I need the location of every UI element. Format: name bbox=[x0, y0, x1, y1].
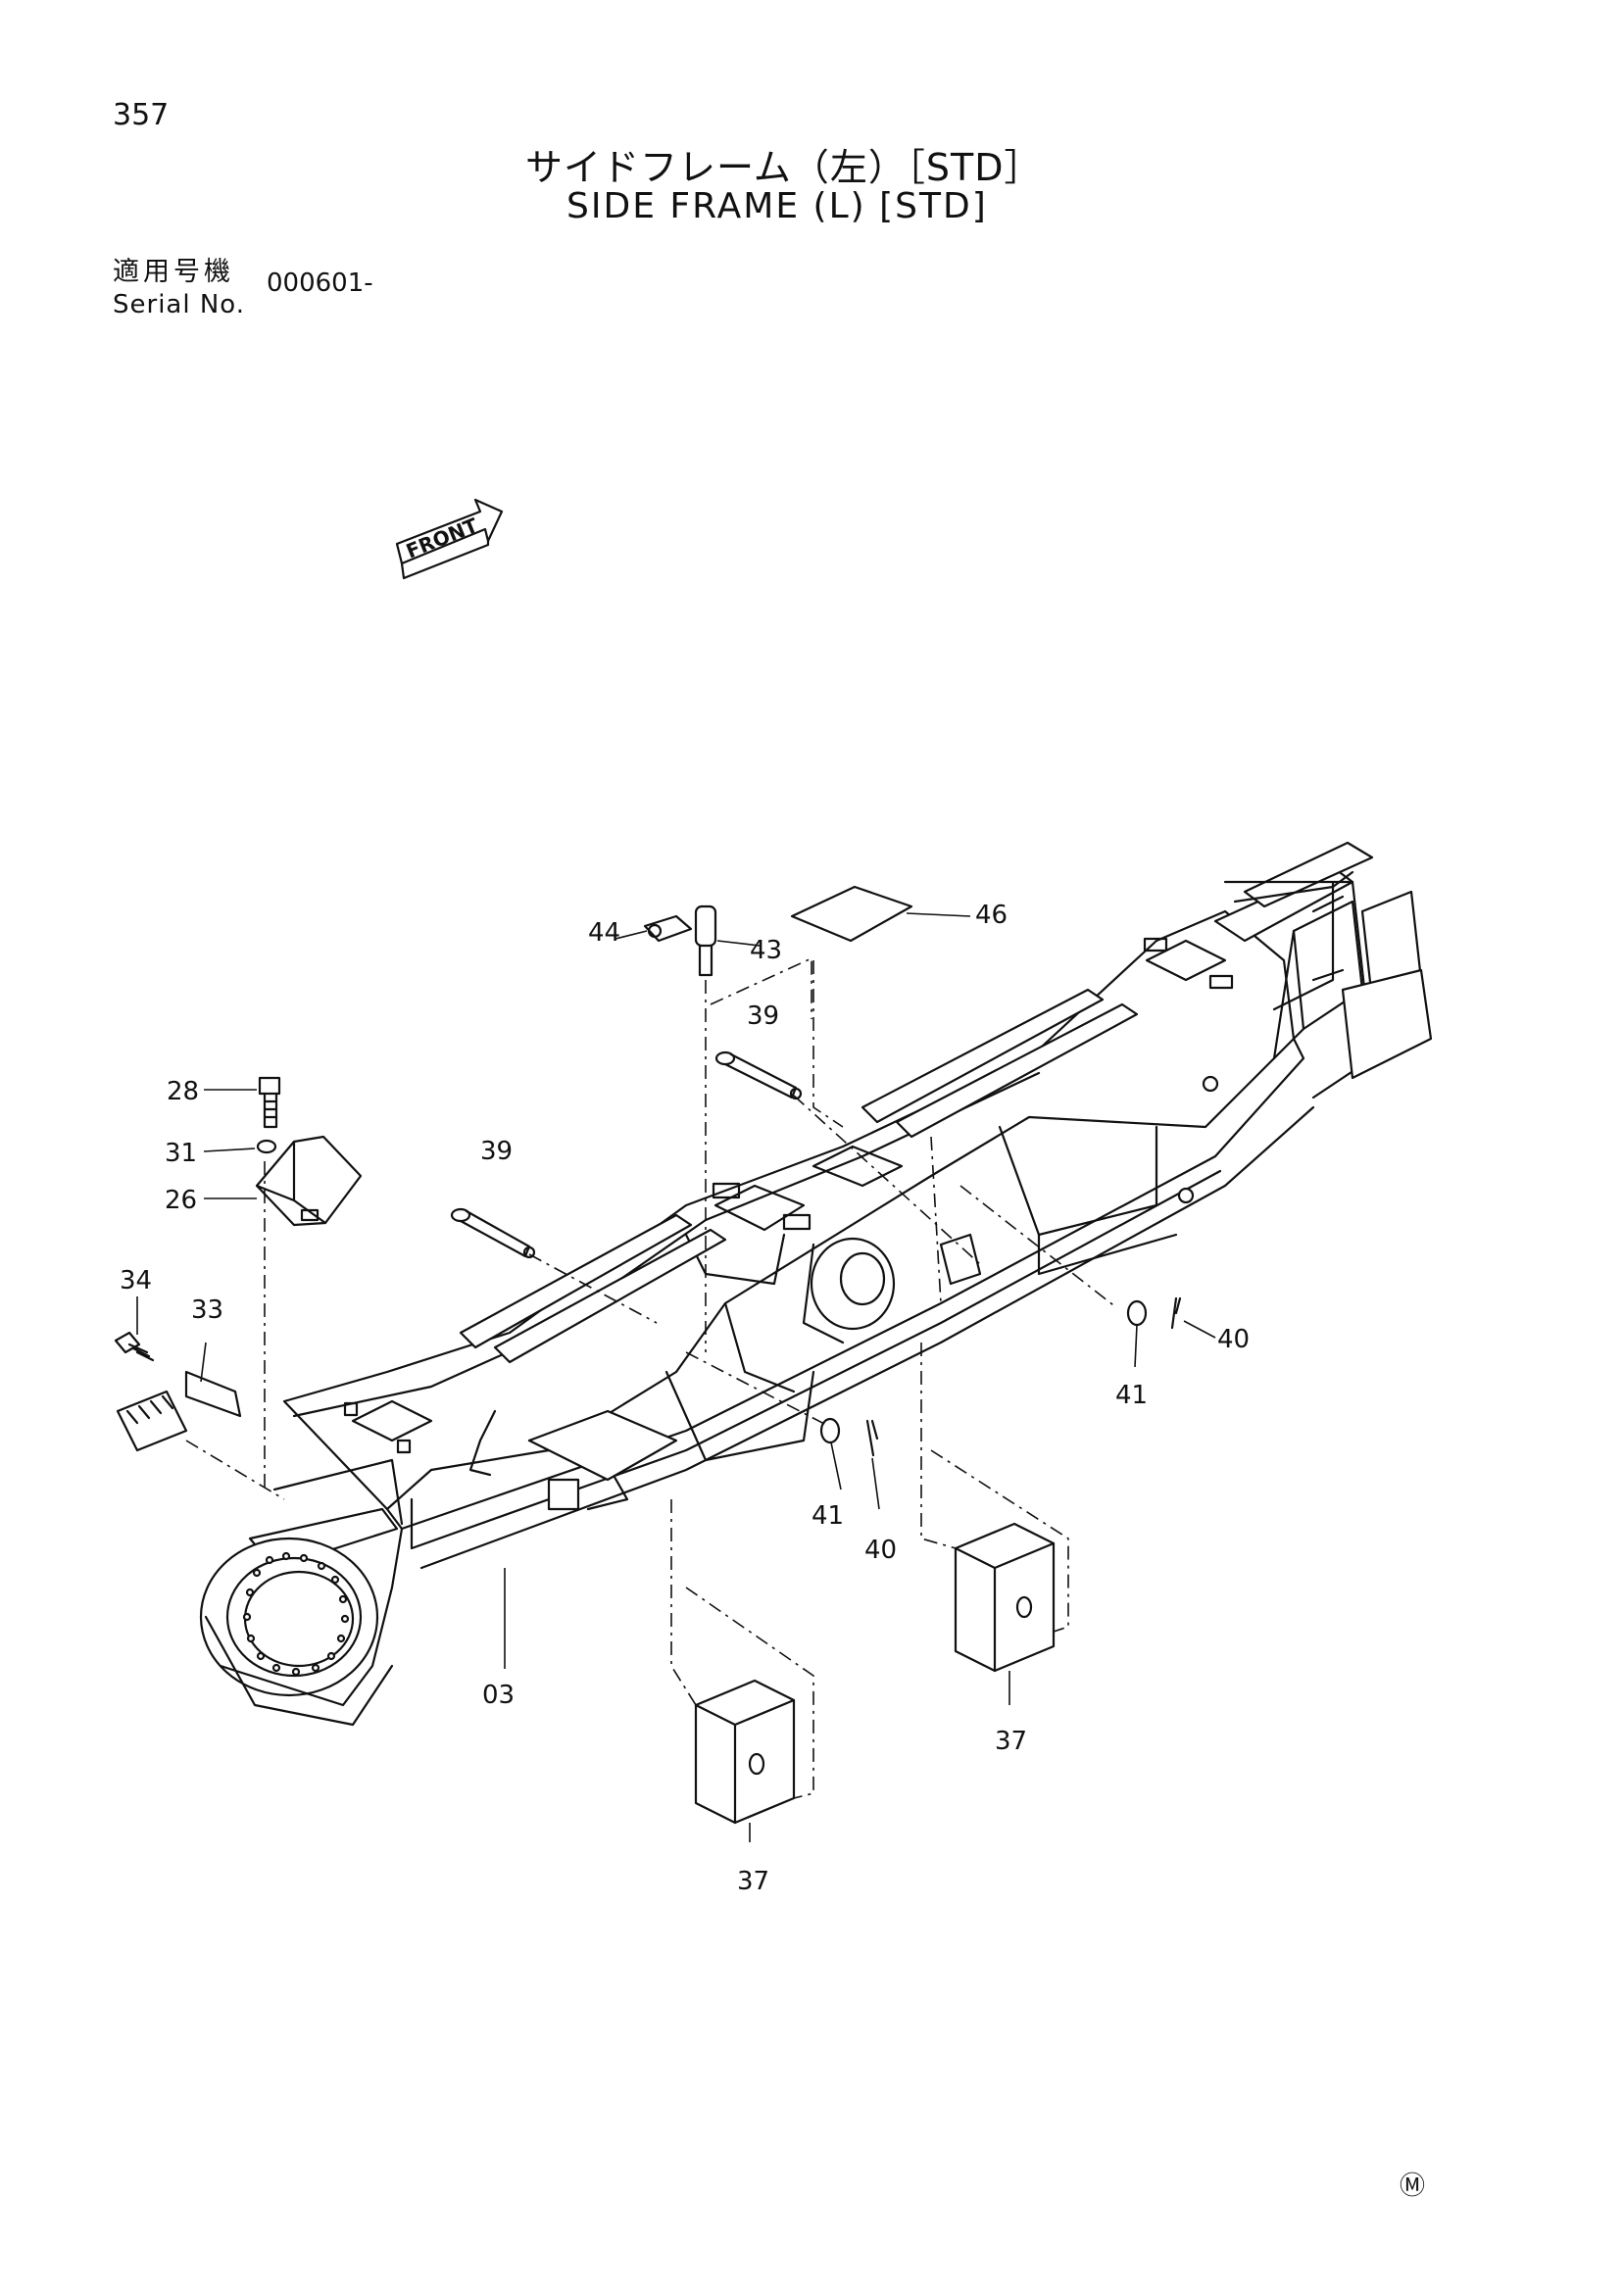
serial-number-value: 000601- bbox=[267, 269, 373, 298]
title-japanese: サイドフレーム（左）［STD］ bbox=[525, 146, 1043, 189]
page-number: 357 bbox=[113, 98, 170, 132]
callout-31: 31 bbox=[165, 1139, 197, 1168]
block-part-37-upper bbox=[954, 1522, 1056, 1673]
block-part-37-lower bbox=[694, 1679, 796, 1825]
pin-part-39-lower bbox=[450, 1207, 536, 1259]
bracket-part-26 bbox=[255, 1135, 363, 1227]
bolt-part-28 bbox=[258, 1076, 281, 1129]
callout-43: 43 bbox=[750, 936, 782, 965]
serial-label-japanese: 適用号機 bbox=[113, 257, 234, 287]
callout-33: 33 bbox=[191, 1295, 223, 1325]
callout-34: 34 bbox=[120, 1266, 152, 1295]
clip-part-44 bbox=[643, 914, 693, 943]
corner-mark: Ⓜ bbox=[1400, 2172, 1426, 2201]
callout-41-left: 41 bbox=[812, 1501, 844, 1531]
callout-28: 28 bbox=[167, 1077, 199, 1106]
cotter-pin-part-40-right bbox=[1170, 1296, 1182, 1330]
callout-03: 03 bbox=[482, 1681, 515, 1710]
clamp-part-33 bbox=[116, 1370, 242, 1452]
callout-labels: 28 31 26 34 33 03 39 39 44 43 46 40 41 4… bbox=[120, 901, 1250, 1896]
callout-37-lower: 37 bbox=[737, 1867, 769, 1896]
front-arrow-icon: FRONT bbox=[395, 498, 504, 580]
front-label: FRONT bbox=[403, 513, 481, 563]
callout-46: 46 bbox=[975, 901, 1008, 930]
title-english: SIDE FRAME (L) [STD] bbox=[566, 186, 988, 226]
pin-part-39-upper bbox=[714, 1050, 803, 1100]
callout-40-right: 40 bbox=[1217, 1325, 1250, 1354]
callout-41-right: 41 bbox=[1115, 1381, 1148, 1410]
callout-40-left: 40 bbox=[864, 1536, 897, 1565]
callout-26: 26 bbox=[165, 1186, 197, 1215]
serial-label-english: Serial No. bbox=[113, 290, 245, 319]
pin-part-43 bbox=[694, 904, 717, 977]
callout-37-upper: 37 bbox=[995, 1727, 1027, 1756]
callout-39-lower: 39 bbox=[480, 1137, 513, 1166]
callout-44: 44 bbox=[588, 918, 620, 948]
washer-part-41-right bbox=[1126, 1299, 1148, 1327]
cover-plate-part-46 bbox=[790, 885, 913, 943]
callout-39-upper: 39 bbox=[747, 1001, 779, 1031]
bolt-part-34 bbox=[114, 1331, 155, 1362]
washer-part-31 bbox=[256, 1139, 277, 1154]
side-frame-body bbox=[199, 841, 1433, 1727]
cotter-pin-part-40-left bbox=[865, 1419, 879, 1457]
washer-part-41-left bbox=[819, 1417, 841, 1444]
